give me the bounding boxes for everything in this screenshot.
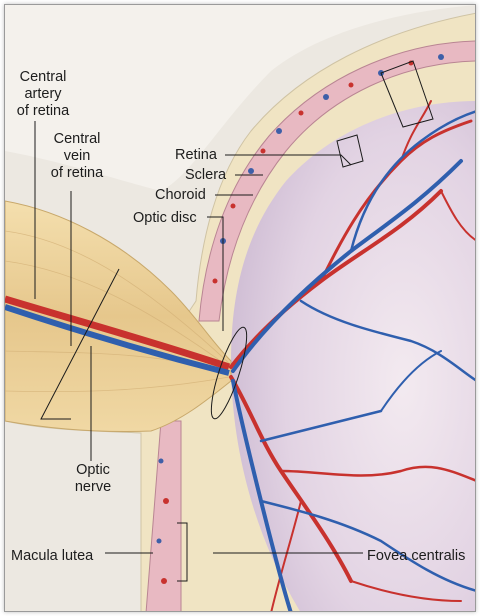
label-fovea-centralis: Fovea centralis [367, 548, 466, 564]
eye-anatomy-illustration [5, 5, 475, 611]
label-line: Central [53, 131, 101, 147]
retinal-arteries [229, 100, 475, 611]
label-line: Central [19, 69, 67, 85]
central-artery [5, 295, 231, 371]
optic-disc-outline [210, 326, 248, 420]
label-line: of retina [16, 103, 70, 119]
label-central-artery: Central artery of retina [9, 69, 77, 120]
retinal-veins [231, 110, 475, 611]
label-line: vein [63, 148, 91, 164]
choroid-cells [156, 54, 444, 584]
leader-lines [34, 60, 434, 582]
label-optic-nerve: Optic nerve [63, 462, 123, 496]
label-central-vein: Central vein of retina [43, 131, 111, 182]
label-choroid: Choroid [155, 187, 206, 203]
label-line: artery [24, 86, 62, 102]
label-macula-lutea: Macula lutea [11, 548, 94, 564]
label-retina: Retina [175, 147, 217, 163]
label-line: of retina [50, 165, 104, 181]
label-optic-disc: Optic disc [133, 210, 197, 226]
central-vein [5, 304, 230, 376]
label-line: Optic [76, 462, 110, 478]
label-sclera: Sclera [185, 167, 227, 183]
label-line: nerve [74, 479, 112, 495]
retina-layer-top [198, 40, 475, 322]
figure-frame: Central artery of retina Central vein of… [4, 4, 476, 612]
eyeball-interior [231, 101, 475, 611]
